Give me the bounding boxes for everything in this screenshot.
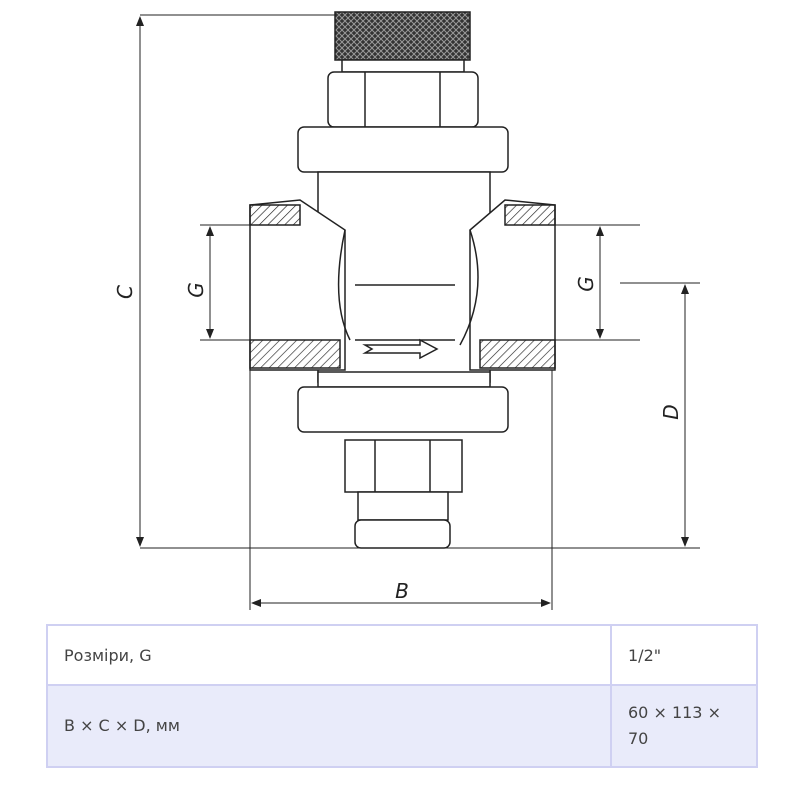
- valve-body: [249, 11, 556, 549]
- dimension-b-label: B: [395, 579, 409, 603]
- knurled-knob: [334, 11, 471, 61]
- dimension-g-left-label: G: [184, 282, 208, 298]
- lower-hex-nut: [344, 439, 463, 493]
- table-row: B × C × D, мм 60 × 113 × 70: [46, 684, 758, 768]
- valve-technical-drawing: C G G D B: [113, 11, 700, 610]
- row-value: 1/2": [610, 624, 758, 686]
- dimension-d-label: D: [659, 404, 683, 419]
- row-value: 60 × 113 × 70: [610, 684, 758, 768]
- dimension-g-right-label: G: [574, 276, 598, 292]
- upper-flange: [297, 126, 509, 173]
- table-row: Розміри, G 1/2": [46, 624, 758, 686]
- upper-hex-nut: [327, 71, 479, 128]
- lower-flange: [297, 386, 509, 433]
- flow-direction-arrow: [362, 338, 439, 360]
- dimension-c-label: C: [113, 285, 137, 299]
- dimensions-table: Розміри, G 1/2" B × C × D, мм 60 × 113 ×…: [46, 624, 758, 768]
- row-label: Розміри, G: [46, 624, 612, 686]
- row-label: B × C × D, мм: [46, 684, 612, 768]
- dimension-lines: [136, 14, 700, 610]
